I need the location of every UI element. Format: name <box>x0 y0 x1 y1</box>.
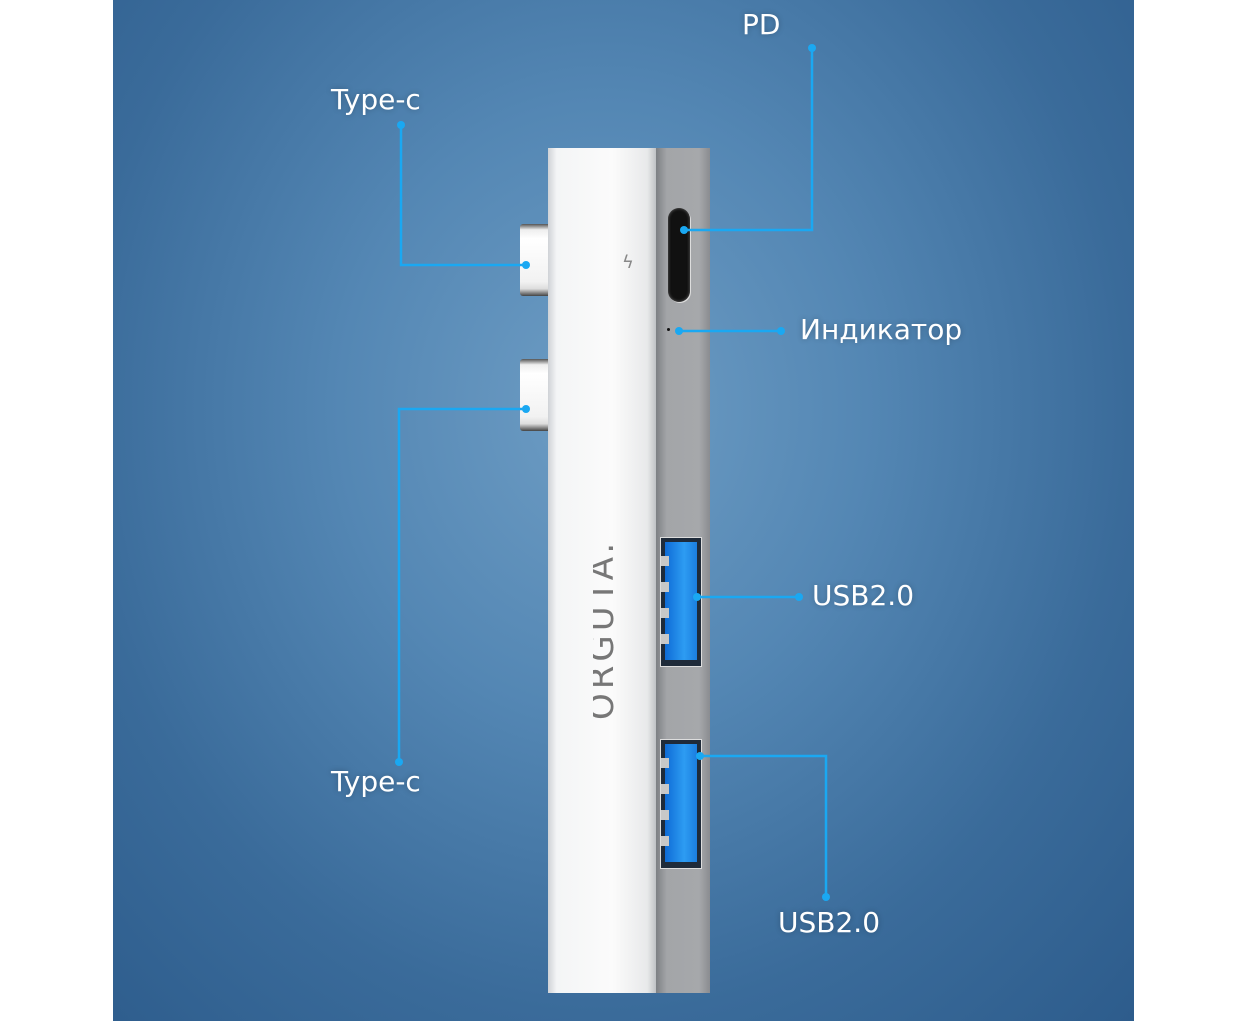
label-indicator: Индикатор <box>800 313 963 346</box>
callout-line-usb-bottom <box>700 754 828 897</box>
indicator-led <box>667 328 670 331</box>
type-c-plug-top <box>520 224 550 296</box>
label-type-c-top: Type-c <box>331 83 421 116</box>
brand-logo: ORGUTA. <box>593 539 622 720</box>
usb-port-bottom <box>660 739 702 869</box>
label-usb-bottom: USB2.0 <box>778 906 881 939</box>
hub-body-front <box>548 148 656 993</box>
type-c-plug-bottom <box>520 359 550 431</box>
label-type-c-bottom: Type-c <box>331 765 421 798</box>
lightning-icon: ϟ <box>622 252 634 273</box>
logo-text: ORGUTA. <box>593 539 622 720</box>
label-usb-top: USB2.0 <box>812 579 915 612</box>
callout-line-pd <box>684 48 814 232</box>
callout-line-type-c-top <box>399 125 526 267</box>
callout-line-type-c-bottom <box>397 407 526 762</box>
usb-port-top <box>660 537 702 667</box>
label-pd: PD <box>742 8 781 41</box>
